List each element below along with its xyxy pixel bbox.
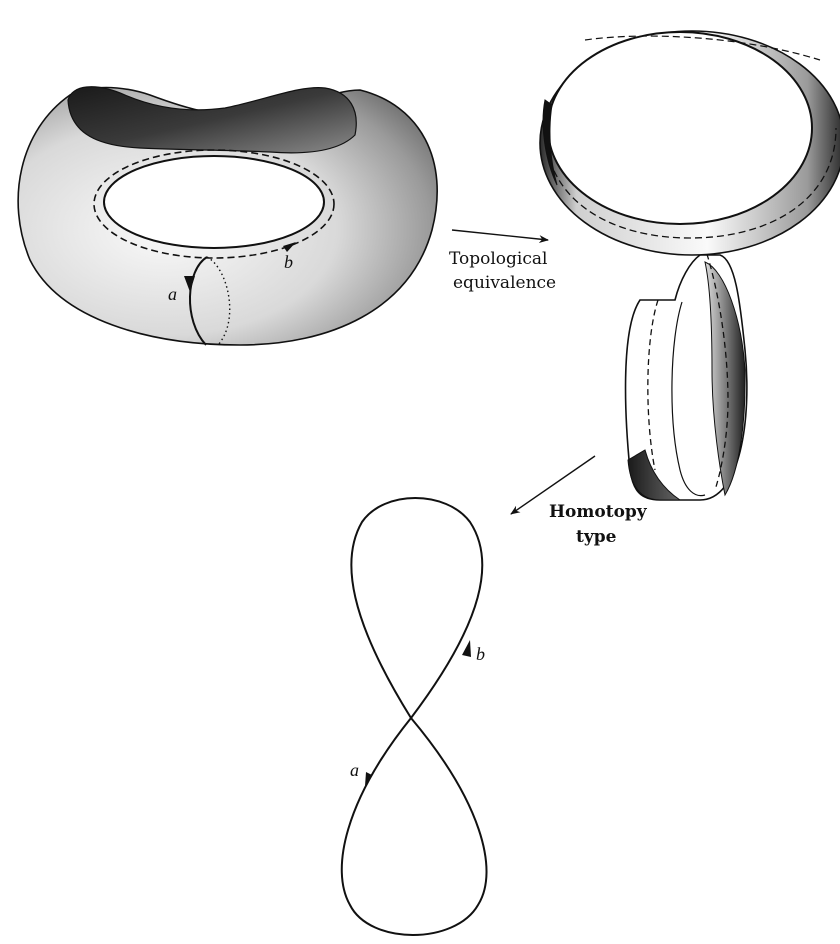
figure-eight-label-a: a	[350, 760, 359, 780]
homotopy-label-1: Homotopy	[549, 502, 648, 522]
torus-inner-wall	[68, 87, 356, 153]
topological-label-2: equivalence	[453, 273, 556, 293]
homotopy-type-arrow: Homotopy type	[511, 456, 648, 547]
torus-hole	[104, 156, 324, 248]
homotopy-label-2: type	[576, 527, 617, 547]
figure-eight-upper-lobe	[351, 498, 482, 718]
banded-surface	[540, 31, 840, 500]
topological-label-1: Topological	[449, 249, 547, 269]
torus-label-b: b	[284, 252, 293, 272]
arrow-line-1	[452, 230, 548, 240]
figure-eight-arrow-b	[462, 640, 471, 657]
torus: a b	[18, 87, 437, 345]
figure-eight-lower-lobe	[342, 718, 487, 935]
figure-eight-arrow-a	[365, 772, 372, 786]
figure-eight-label-b: b	[476, 644, 485, 664]
figure-eight: b a	[342, 498, 487, 935]
upper-ring-inner	[548, 32, 812, 224]
topological-equivalence-arrow: Topological equivalence	[449, 230, 556, 293]
torus-label-a: a	[168, 284, 177, 304]
